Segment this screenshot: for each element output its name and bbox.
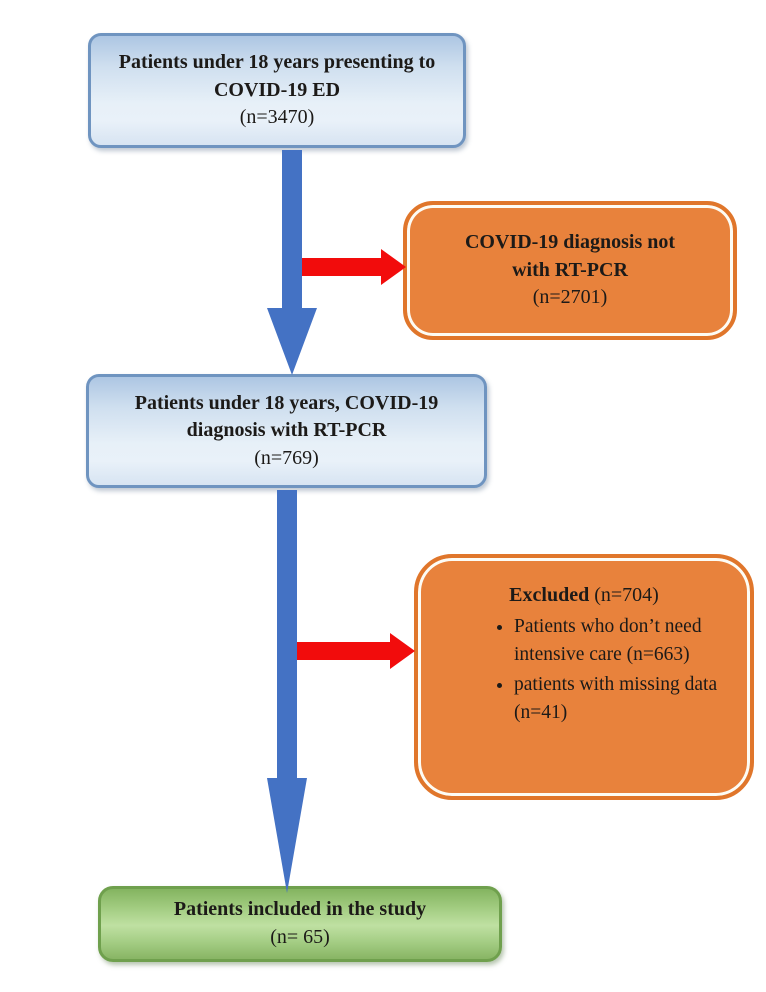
node-excluded-no-pcr: COVID-19 diagnosis not with RT-PCR (n=27… bbox=[403, 201, 737, 340]
node-excluded-no-pcr-n: (n=2701) bbox=[532, 286, 608, 309]
down-arrow-2 bbox=[267, 490, 307, 893]
node-included: Patients included in the study (n= 65) bbox=[98, 886, 502, 962]
excluded-title-n: (n=704) bbox=[594, 584, 659, 606]
excluded-title: Excluded bbox=[509, 584, 590, 606]
excluded-bullet-missing-data: patients with missing data (n=41) bbox=[514, 671, 736, 726]
excluded-title-line: Excluded (n=704) bbox=[418, 582, 750, 609]
node-included-n: (n= 65) bbox=[270, 926, 330, 948]
excluded-bullet-list: Patients who don’t need intensive care (… bbox=[418, 613, 750, 730]
down-arrow-1 bbox=[267, 150, 317, 375]
node-excluded-no-pcr-text: COVID-19 diagnosis not with RT-PCR bbox=[464, 231, 676, 281]
node-pcr-confirmed-n: (n=769) bbox=[254, 446, 319, 469]
node-screened: Patients under 18 years presenting to CO… bbox=[88, 33, 466, 148]
exclusion-arrow-1 bbox=[302, 249, 406, 285]
node-screened-text: Patients under 18 years presenting to CO… bbox=[118, 51, 436, 101]
node-included-text: Patients included in the study bbox=[173, 898, 427, 921]
node-pcr-confirmed-text: Patients under 18 years, COVID-19 diagno… bbox=[134, 391, 439, 442]
excluded-bullet-intensive-care: Patients who don’t need intensive care (… bbox=[514, 613, 736, 668]
exclusion-arrow-2 bbox=[297, 633, 415, 669]
node-pcr-confirmed: Patients under 18 years, COVID-19 diagno… bbox=[86, 374, 487, 488]
node-screened-n: (n=3470) bbox=[239, 106, 315, 129]
node-excluded: Excluded (n=704) Patients who don’t need… bbox=[414, 554, 754, 800]
